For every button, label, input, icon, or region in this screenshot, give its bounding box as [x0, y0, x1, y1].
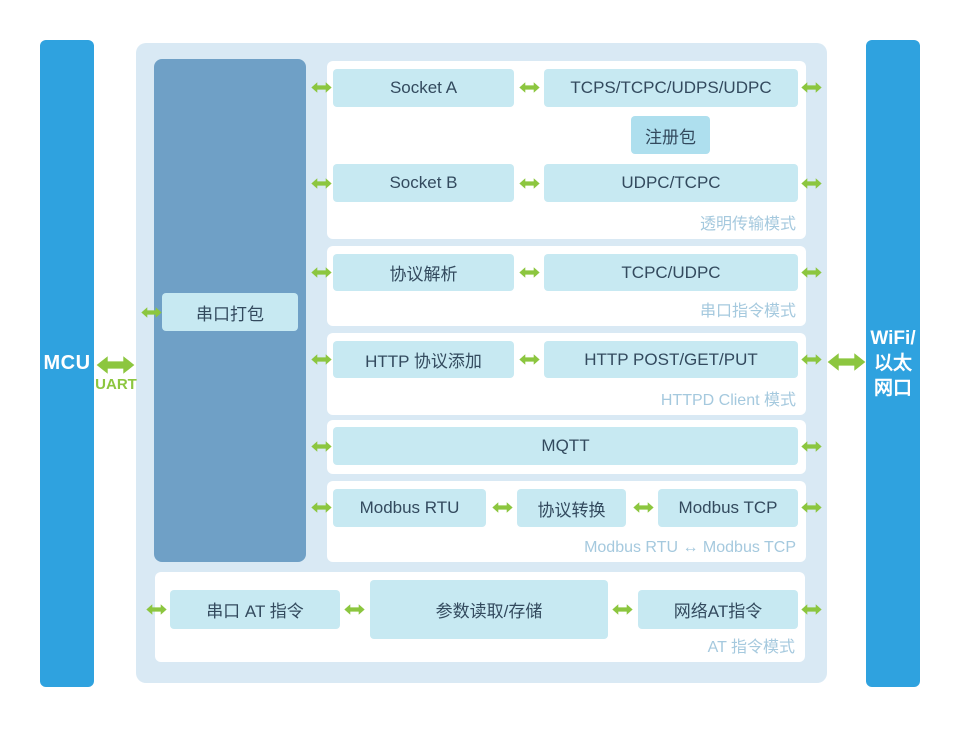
bidirectional-arrow-icon [801, 353, 822, 366]
bidirectional-arrow-icon [311, 266, 332, 279]
bidirectional-arrow-icon [519, 81, 540, 94]
protocol-parse-box: 协议解析 [333, 254, 514, 291]
http-post-get-put-box: HTTP POST/GET/PUT [544, 341, 798, 378]
bidirectional-arrow-icon [801, 266, 822, 279]
network-at-cmd-box: 网络AT指令 [638, 590, 798, 629]
udpc-tcpc-box: UDPC/TCPC [544, 164, 798, 202]
mcu-label: MCU [43, 352, 91, 374]
bidirectional-arrow-icon [519, 177, 540, 190]
bidirectional-arrow-icon [801, 81, 822, 94]
socket-b-box: Socket B [333, 164, 514, 202]
httpd-client-mode-label: HTTPD Client 模式 [660, 392, 796, 409]
tcpc-udpc-box: TCPC/UDPC [544, 254, 798, 291]
socket-a-box: Socket A [333, 69, 514, 107]
param-read-store-box: 参数读取/存储 [370, 580, 608, 639]
modbus-tcp-box: Modbus TCP [658, 489, 798, 527]
bidirectional-arrow-icon [633, 501, 654, 514]
at-cmd-mode-label: AT 指令模式 [707, 639, 795, 656]
bidirectional-arrow-icon [311, 81, 332, 94]
bidirectional-arrow-icon [344, 603, 365, 616]
bidirectional-arrow-icon [827, 351, 866, 373]
serial-at-cmd-box: 串口 AT 指令 [170, 590, 340, 629]
bidirectional-arrow-icon [801, 177, 822, 190]
bidirectional-arrow-icon [311, 501, 332, 514]
serial-cmd-mode-label: 串口指令模式 [699, 303, 796, 320]
wifi-eth-label-line3: 网口 [873, 378, 912, 400]
bidirectional-arrow-icon [492, 501, 513, 514]
bidirectional-arrow-icon [311, 353, 332, 366]
transparent-mode-label: 透明传输模式 [699, 216, 796, 233]
bidirectional-arrow-icon [612, 603, 633, 616]
wifi-eth-label-line2: 以太 [873, 352, 912, 374]
mqtt-box: MQTT [333, 427, 798, 465]
tcps-tcpc-udps-udpc-box: TCPS/TCPC/UDPS/UDPC [544, 69, 798, 107]
bidirectional-arrow-icon [96, 354, 135, 376]
bidirectional-arrow-icon [519, 353, 540, 366]
bidirectional-arrow-icon [141, 306, 162, 319]
serial-pack-box: 串口打包 [162, 293, 298, 331]
wifi-eth-label-line1: WiFi/ [870, 327, 916, 349]
bidirectional-arrow-icon [801, 501, 822, 514]
modbus-rtu-box: Modbus RTU [333, 489, 486, 527]
modbus-mode-label: Modbus RTU ↔ Modbus TCP [584, 539, 796, 556]
bidirectional-arrow-icon [311, 440, 332, 453]
uart-label: UART [95, 376, 137, 393]
protocol-convert-box: 协议转换 [517, 489, 626, 527]
register-packet-box: 注册包 [631, 116, 710, 154]
bidirectional-arrow-icon [146, 603, 167, 616]
wifi-eth-bar: WiFi/ 以太 网口 [866, 40, 920, 687]
bidirectional-arrow-icon [801, 440, 822, 453]
bidirectional-arrow-icon [801, 603, 822, 616]
bidirectional-arrow-icon [311, 177, 332, 190]
http-protocol-add-box: HTTP 协议添加 [333, 341, 514, 378]
mcu-bar: MCU [40, 40, 94, 687]
bidirectional-arrow-icon [519, 266, 540, 279]
